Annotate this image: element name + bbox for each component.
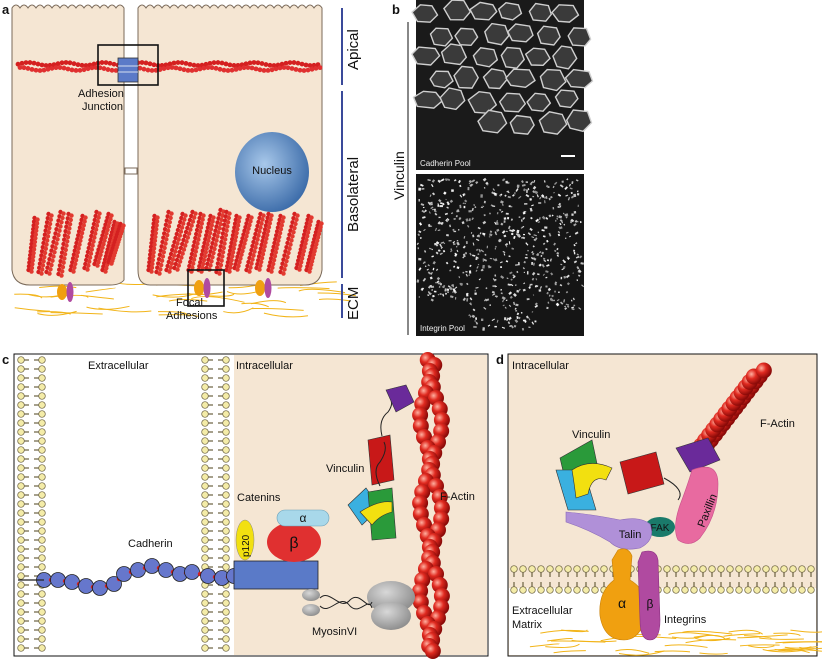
panel-d: d Intracellular F-Actin Vinculin Paxilli… (496, 352, 822, 657)
f-actin-label-d: F-Actin (760, 418, 795, 430)
integrins-label: Integrins (664, 614, 707, 626)
basolateral-label: Basolateral (345, 157, 362, 232)
extracellular-label: Extracellular (88, 360, 149, 372)
integrin-alpha-label: α (618, 595, 626, 611)
myosin-label: MyosinVI (312, 626, 357, 638)
vinculin-label-d: Vinculin (572, 429, 610, 441)
extracellular-matrix-label-2: Matrix (512, 619, 542, 631)
focal-adhesion-box (187, 269, 225, 307)
panel-b: b Vinculin Cadherin Pool Integrin Pool (391, 0, 594, 336)
ecm-label: ECM (345, 287, 362, 320)
intracellular-label-d: Intracellular (512, 360, 569, 372)
nucleus-label: Nucleus (252, 165, 292, 177)
integrin-beta-label: β (647, 597, 654, 611)
f-actin-filament-d (689, 362, 772, 459)
vinculin-c (347, 384, 415, 541)
vinculin-label-c: Vinculin (326, 463, 364, 475)
vinculin-d (555, 437, 721, 511)
focal-adhesions-label-1: Focal (176, 297, 203, 309)
extracellular-region-d (509, 588, 816, 655)
beta-catenin (267, 522, 321, 562)
lateral-contact (124, 167, 138, 175)
panel-label-b: b (392, 2, 400, 17)
paxillin (675, 466, 719, 544)
integrin-pool-focal-specks (416, 177, 585, 331)
f-actin-label-c: F-Actin (440, 491, 475, 503)
talin (565, 511, 652, 550)
intracellular-label-c: Intracellular (236, 360, 293, 372)
cadherin-cytoplasmic-domain (233, 560, 319, 590)
cadherin-pool-caption: Cadherin Pool (420, 159, 471, 168)
alpha-catenin (276, 509, 330, 527)
nucleus (235, 132, 309, 212)
beta-catenin-label: β (289, 535, 298, 552)
adhesion-junction-label-2: Junction (82, 101, 123, 113)
fak (645, 517, 675, 537)
talin-label: Talin (619, 529, 642, 541)
apical-label: Apical (345, 29, 362, 70)
focal-adhesion-left (57, 282, 74, 302)
focal-adhesion-middle (194, 278, 211, 298)
integrin-alpha (599, 548, 647, 641)
integrin-beta (637, 550, 661, 641)
focal-adhesion-right (255, 278, 272, 298)
catenins-label: Catenins (237, 492, 281, 504)
p120-label: p120 (241, 534, 252, 557)
panel-c: c Extracellular Intracellular Cadherin p… (2, 352, 489, 659)
p120-catenin (235, 519, 255, 561)
extracellular-matrix-label-1: Extracellular (512, 605, 573, 617)
alpha-catenin-label: α (300, 511, 307, 525)
integrin-pool-caption: Integrin Pool (420, 324, 465, 333)
panel-label-d: d (496, 352, 504, 367)
vinculin-side-label: Vinculin (391, 151, 407, 200)
cadherin-label: Cadherin (128, 538, 173, 550)
panel-label-c: c (2, 352, 9, 367)
micrograph-integrin-pool (416, 174, 584, 336)
adhesion-junction-box (97, 44, 159, 86)
cadherin-pool-cell-outlines (411, 0, 594, 135)
adhesion-junction-label-1: Adhesion (78, 88, 124, 100)
panel-label-a: a (2, 2, 10, 17)
myosin-vi (302, 581, 415, 630)
f-actin-filament-c (412, 352, 450, 659)
adhesion-junction-complex (117, 57, 139, 83)
panel-a: a Adhesion Junction Nucleus (2, 2, 362, 322)
membrane-left (17, 356, 46, 652)
cadherin-chain (18, 558, 242, 596)
fak-label: FAK (651, 523, 670, 534)
focal-adhesions-label-2: Adhesions (166, 310, 218, 322)
membrane-right (201, 356, 230, 652)
basal-stress-fibers (26, 207, 324, 278)
